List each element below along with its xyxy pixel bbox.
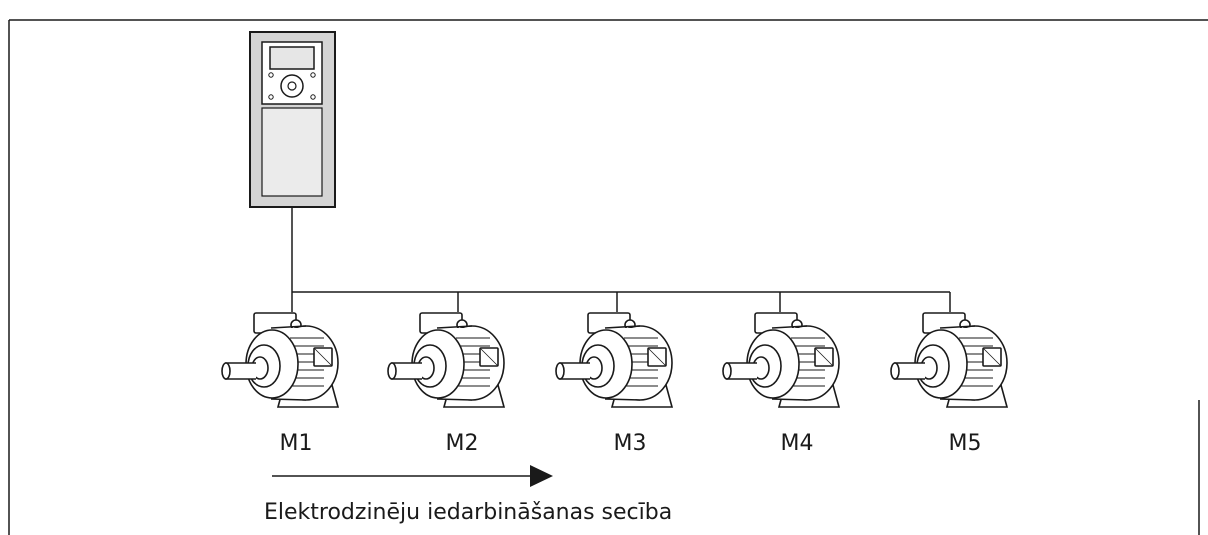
motor-label-m5: M5 (949, 431, 982, 456)
motor-label-m4: M4 (781, 431, 814, 456)
motor-m4 (722, 312, 841, 408)
motor-label-m1: M1 (280, 431, 313, 456)
frequency-drive (249, 31, 336, 208)
motors: M1 M2 M3 M4 M5 (221, 312, 1009, 456)
diagram-frame (8, 19, 1208, 535)
sequence-arrow (272, 465, 553, 487)
wiring (291, 207, 951, 312)
motor-m2 (387, 312, 506, 408)
motor-m3 (555, 312, 674, 408)
motor-m5 (890, 312, 1009, 408)
motor-label-m3: M3 (614, 431, 647, 456)
motor-m1 (221, 312, 340, 408)
sequence-caption: Elektrodzinēju iedarbināšanas secība (264, 500, 672, 525)
motor-label-m2: M2 (446, 431, 479, 456)
